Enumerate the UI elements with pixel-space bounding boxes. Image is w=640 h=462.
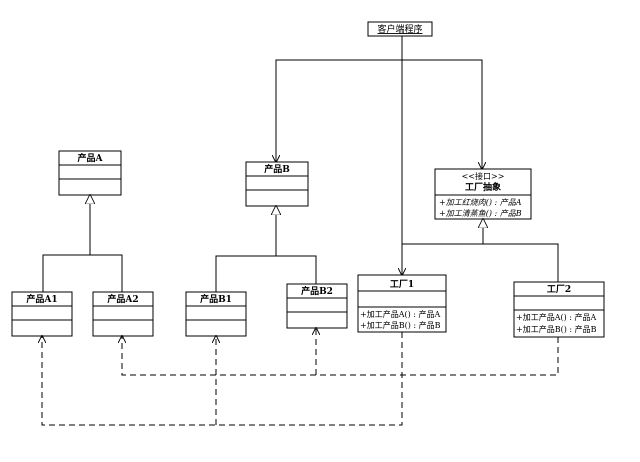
product-a-label: 产品A: [78, 152, 104, 164]
client-to-factory-interface-arrow: [402, 59, 482, 169]
factory1-creates-a1-dependency: [42, 332, 403, 426]
product-b1-box: 产品B1: [185, 291, 247, 337]
factory2-method-2: +加工产品B() : 产品B: [516, 324, 597, 334]
factory1-method-1: +加工产品A() : 产品A: [360, 309, 441, 319]
factory-interface-label: 工厂抽象: [465, 181, 501, 193]
client-box: 客户端程序: [367, 21, 433, 37]
factory2-label: 工厂2: [547, 284, 571, 295]
product-b2-label: 产品B2: [301, 285, 333, 297]
factory-interface-box: <<接口>> 工厂抽象 +加工红烧肉() : 产品A +加工清蒸鱼() : 产品…: [434, 168, 532, 220]
client-to-product-b-arrow: [276, 36, 403, 162]
factory2-box: 工厂2 +加工产品A() : 产品A +加工产品B() : 产品B: [513, 281, 605, 338]
factory1-label: 工厂1: [390, 279, 414, 290]
factory-interface-stereotype: <<接口>>: [462, 171, 505, 181]
factory-realization-branch: [401, 243, 559, 282]
factory1-method-2: +加工产品B() : 产品B: [360, 320, 441, 330]
product-b-box: 产品B: [245, 161, 309, 207]
product-b-generalization-branch: [215, 255, 317, 292]
product-b-label: 产品B: [264, 163, 290, 175]
factory1-box: 工厂1 +加工产品A() : 产品A +加工产品B() : 产品B: [357, 274, 447, 333]
product-a1-label: 产品A1: [26, 293, 57, 305]
product-a-box: 产品A: [58, 150, 122, 196]
client-label: 客户端程序: [377, 23, 422, 35]
product-b2-box: 产品B2: [286, 283, 348, 329]
product-b1-label: 产品B1: [200, 293, 232, 305]
product-a2-box: 产品A2: [92, 291, 154, 337]
product-a-generalization-branch: [42, 254, 123, 292]
factory-interface-method-2: +加工清蒸鱼() : 产品B: [439, 209, 522, 218]
product-a1-box: 产品A1: [11, 291, 73, 337]
factory2-creates-a2-dependency: [122, 336, 559, 376]
factory2-method-1: +加工产品A() : 产品A: [516, 312, 597, 322]
product-a2-label: 产品A2: [107, 293, 138, 305]
factory-interface-method-1: +加工红烧肉() : 产品A: [439, 198, 522, 207]
